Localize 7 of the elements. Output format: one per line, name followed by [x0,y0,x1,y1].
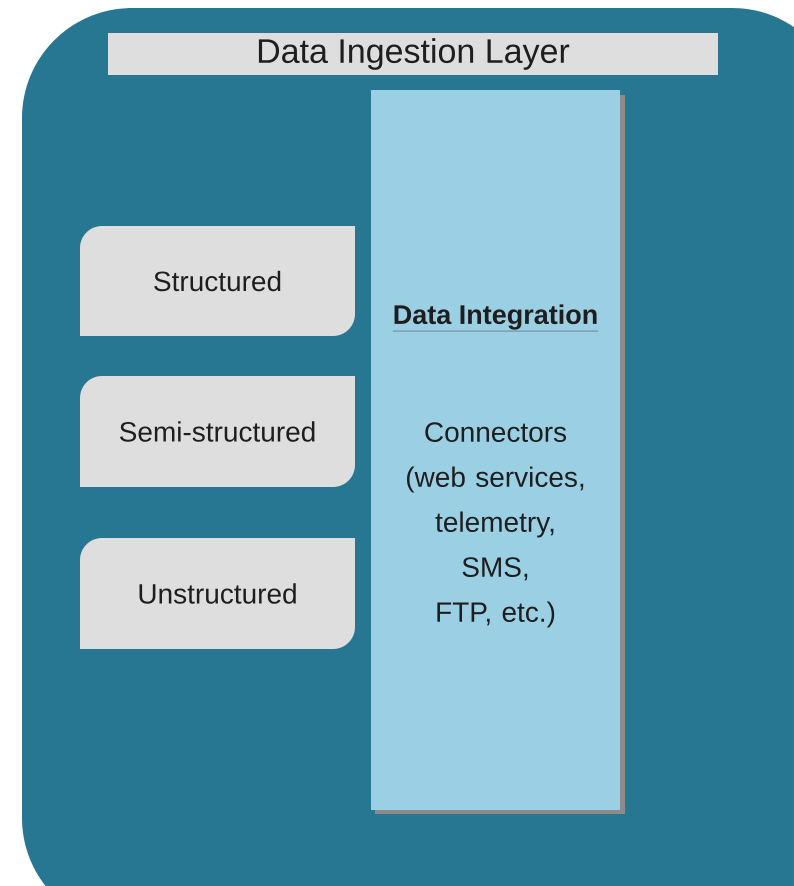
category-box: Structured [80,226,355,336]
integration-column [371,90,620,810]
category-box: Unstructured [80,538,355,649]
category-box: Semi-structured [80,376,355,487]
column-text: Connectors (web services, telemetry, SMS, FTP, etc.) [407,422,584,628]
column-heading: Data Integration [392,304,598,332]
title-band: Data Ingestion Layer [108,33,718,75]
